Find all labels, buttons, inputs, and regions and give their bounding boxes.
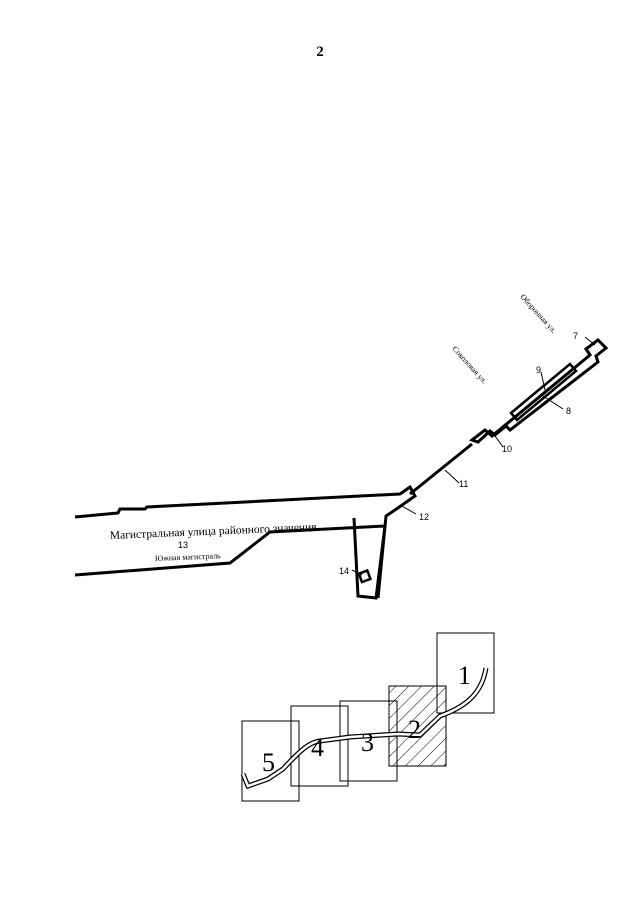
callout-14: 14 [339,566,349,576]
sokolovaya-street-label: Соколовая ул. [451,344,489,385]
callout-leaders [351,336,596,576]
sections-figure: 1 2 3 4 5 [240,632,495,802]
south-street-label: Южная магистраль [155,551,222,563]
page-number: 2 [316,44,324,60]
callout-12: 12 [419,512,429,522]
callout-13: 13 [178,540,188,550]
site-8 [468,338,609,444]
section-number-3: 3 [361,728,374,757]
route-line [240,667,489,790]
callout-9: 9 [536,365,541,375]
main-street-label: Магистральная улица районного значения [110,521,318,542]
section-box-2 [388,685,447,767]
section-box-3 [339,700,398,782]
object-9 [509,362,578,422]
callout-labels: 7 8 9 10 11 12 13 14 [178,331,578,576]
main-street-upper-edge [74,484,417,519]
branch-12 [376,508,396,599]
section-number-5: 5 [262,748,275,777]
callout-10: 10 [502,444,512,454]
object-14 [357,568,373,584]
section-box-4 [290,705,349,787]
street-plan-figure [74,338,609,600]
callout-8: 8 [566,406,571,416]
section-number-1: 1 [458,661,471,690]
section-number-4: 4 [311,733,324,762]
oboronnaya-street-label: Оборонная ул. [519,292,559,335]
callout-11: 11 [459,479,468,489]
street-11 [409,442,473,496]
section-box-5 [241,720,300,802]
route-line-inner [241,667,488,788]
section-number-2: 2 [408,715,421,744]
callout-7: 7 [573,331,578,341]
section-box-1 [436,632,495,714]
